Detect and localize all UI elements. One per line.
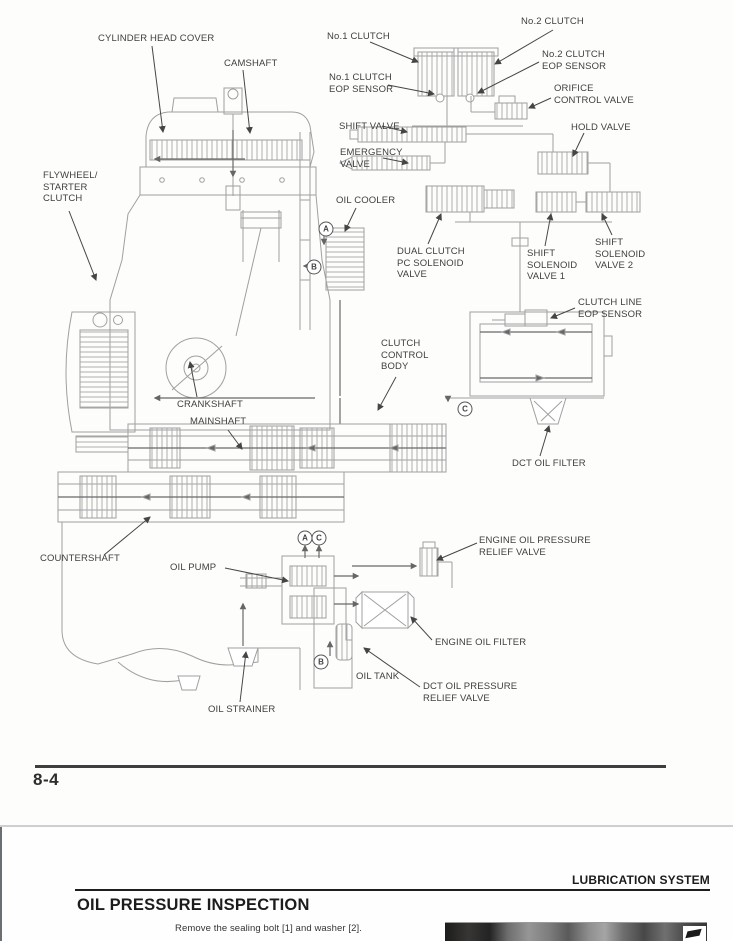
diagram-label: COUNTERSHAFT — [40, 553, 120, 564]
countershaft-gears — [57, 471, 345, 523]
circled-letter-marker: B — [313, 654, 329, 670]
diagram-label: CLUTCH LINE EOP SENSOR — [578, 297, 643, 320]
diagram-label: CLUTCH CONTROL BODY — [381, 338, 429, 372]
engine-outline — [109, 87, 331, 431]
diagram-label: OIL COOLER — [336, 195, 396, 206]
page-lubrication-diagram: No.2 CLUTCH CYLINDER HEAD COVER No.1 CLUTC… — [33, 16, 666, 789]
oil-flow-lines — [153, 130, 341, 424]
circled-letter-marker: B — [306, 259, 322, 275]
clutch-drums — [413, 47, 499, 126]
section-rule — [75, 889, 710, 892]
circled-letter-marker: A — [318, 221, 334, 237]
lubrication-system-diagram: No.2 CLUTCH CYLINDER HEAD COVER No.1 CLUTC… — [40, 16, 646, 715]
section-title: LUBRICATION SYSTEM — [571, 873, 710, 887]
page-edge-line — [0, 827, 2, 941]
diagram-label: ORIFICE CONTROL VALVE — [554, 83, 634, 106]
diagram-label: OIL TANK — [356, 671, 400, 682]
photo-inset-box — [683, 926, 706, 941]
engine-diagram-art — [57, 29, 641, 703]
engine-oil-filter-shape — [334, 572, 415, 630]
part-icon — [685, 928, 702, 939]
page-separator — [0, 825, 733, 827]
next-page-top: LUBRICATION SYSTEM OIL PRESSURE INSPECTI… — [0, 827, 733, 941]
diagram-label: DCT OIL PRESSURE RELIEF VALVE — [423, 681, 518, 704]
diagram-label: ENGINE OIL FILTER — [435, 637, 527, 648]
procedure-photo — [445, 922, 707, 941]
diagram-label: OIL STRAINER — [208, 704, 276, 715]
circled-letter-marker: C — [311, 530, 327, 546]
diagram-label: OIL PUMP — [170, 562, 217, 573]
diagram-label: DUAL CLUTCH PC SOLENOID VALVE — [397, 246, 465, 280]
diagram-label: DCT OIL FILTER — [512, 458, 586, 469]
diagram-label: CAMSHAFT — [224, 58, 278, 69]
diagram-label: SHIFT SOLENOID VALVE 1 — [527, 248, 578, 282]
procedure-heading: OIL PRESSURE INSPECTION — [77, 896, 310, 914]
diagram-label: SHIFT VALVE — [339, 121, 400, 132]
diagram-label: CRANKSHAFT — [177, 399, 243, 410]
diagram-label: SHIFT SOLENOID VALVE 2 — [595, 237, 646, 271]
flywheel-starter-clutch — [65, 311, 136, 453]
diagram-label: No.1 CLUTCH — [327, 31, 390, 42]
diagram-label: CYLINDER HEAD COVER — [98, 33, 215, 44]
page-number: 8-4 — [33, 770, 60, 789]
circled-letter-marker: A — [297, 530, 313, 546]
diagram-label: FLYWHEEL/ STARTER CLUTCH — [43, 170, 98, 204]
diagram-label: EMERGENCY VALVE — [340, 147, 403, 170]
diagram-label: HOLD VALVE — [571, 122, 631, 133]
relief-valve-shape — [352, 541, 453, 588]
footer-rule — [35, 765, 666, 768]
mainshaft-gears — [127, 423, 447, 473]
diagram-label: No.2 CLUTCH EOP SENSOR — [542, 49, 607, 72]
diagram-label: ENGINE OIL PRESSURE RELIEF VALVE — [479, 535, 591, 558]
crankcase-oil-pan — [61, 522, 301, 691]
oil-tank — [313, 587, 353, 689]
circled-letter-marker: C — [457, 401, 473, 417]
instruction-text: Remove the sealing bolt [1] and washer [… — [175, 923, 363, 934]
oil-pump — [240, 544, 335, 625]
diagram-label: MAINSHAFT — [190, 416, 247, 427]
diagram-label: No.1 CLUTCH EOP SENSOR — [329, 72, 394, 95]
diagram-label: No.2 CLUTCH — [521, 16, 584, 27]
